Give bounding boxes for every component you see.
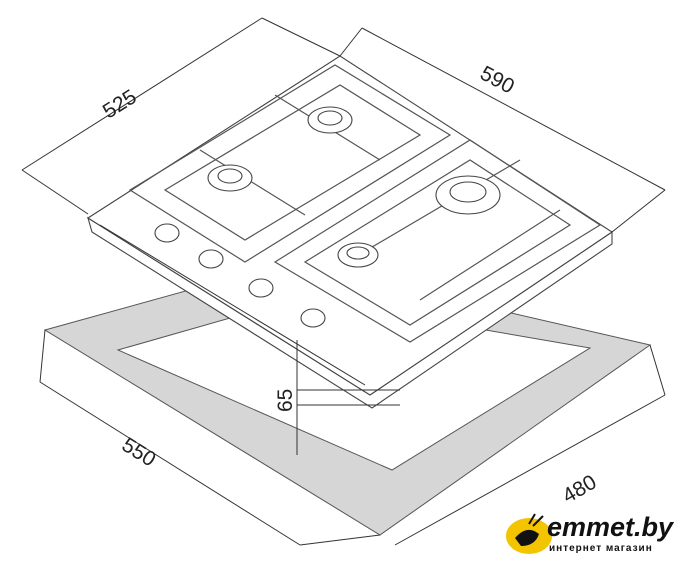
burner-wok bbox=[435, 175, 501, 215]
dim-480: 480 bbox=[559, 471, 601, 508]
dim-65: 65 bbox=[274, 389, 297, 412]
burners bbox=[207, 106, 501, 268]
knob-1 bbox=[154, 223, 180, 243]
dim-550: 550 bbox=[118, 433, 160, 471]
knob-2 bbox=[198, 249, 224, 269]
knob-3 bbox=[248, 278, 274, 298]
knob-4 bbox=[300, 308, 326, 328]
bee-icon bbox=[506, 513, 552, 554]
logo-tagline: интернет магазин bbox=[549, 543, 653, 554]
control-knobs bbox=[154, 223, 326, 328]
dimension-lines bbox=[21, 17, 666, 546]
burner-left bbox=[207, 164, 253, 192]
burner-back bbox=[307, 106, 353, 134]
burner-front bbox=[337, 242, 379, 268]
emmet-logo: emmet.by интернет магазин bbox=[505, 512, 685, 562]
dim-590: 590 bbox=[476, 62, 518, 99]
logo-brand: emmet.by bbox=[547, 512, 674, 542]
